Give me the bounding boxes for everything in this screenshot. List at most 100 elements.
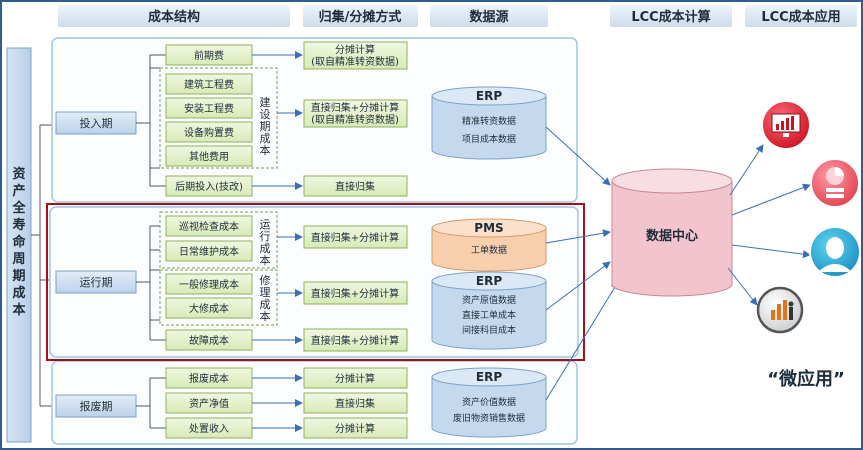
data-center-top [611, 168, 733, 194]
method-1 [303, 41, 408, 70]
pms-body [431, 228, 547, 272]
erp2-title: ERP [476, 274, 502, 288]
item-other-label: 其他费用 [189, 150, 229, 163]
item-method-arrows [252, 51, 303, 432]
item-general-repair-label: 一般修理成本 [179, 278, 239, 291]
monitor-chart-icon [761, 100, 811, 150]
method-6 [303, 328, 408, 352]
erp1-top [431, 86, 547, 106]
method-9-label: 分摊计算 [335, 422, 375, 435]
erp3-line-1: 资产价值数据 [462, 396, 516, 408]
method-1-line2: (取自精准转资数据) [311, 55, 399, 68]
arrow-erp2-center [545, 261, 611, 311]
operate-bracket [136, 225, 166, 341]
method-2-line1: 直接归集+分摊计算 [311, 101, 399, 114]
item-pre-cost-label: 前期费 [194, 49, 224, 62]
method-8-label: 直接归集 [335, 397, 375, 410]
header-cost-structure: 成本结构 [148, 9, 200, 25]
construction-group-frame [159, 67, 278, 169]
item-maintenance [165, 240, 253, 262]
phase-invest-label: 投入期 [80, 116, 113, 130]
method-7-label: 分摊计算 [335, 372, 375, 385]
header-bar-lcc-calc [610, 5, 732, 27]
header-allocation-method: 归集/分摊方式 [319, 9, 402, 25]
pie-chart-server-icon [810, 158, 860, 208]
erp1-line-2: 项目成本数据 [462, 133, 516, 145]
item-fault-label: 故障成本 [189, 334, 229, 347]
method-4-label: 直接归集+分摊计算 [311, 231, 399, 244]
construction-group-label: 建设期成本 [260, 95, 271, 157]
center-app-arrows [727, 144, 811, 306]
arrow-center-app3 [731, 244, 811, 259]
operation-group-label: 运行成本 [260, 218, 271, 267]
item-disposal-label: 处置收入 [189, 422, 229, 435]
item-maintenance-label: 日常维护成本 [179, 245, 239, 258]
item-net-asset-label: 资产净值 [189, 397, 229, 410]
side-bar-shape [6, 47, 32, 443]
erp2-line-3: 间接科目成本 [462, 324, 516, 336]
erp2-top [431, 271, 547, 291]
cost-items: 前期费 建筑工程费 安装工程费 设备购置费 其他费用 后期投入(技改) 巡视检查… [165, 44, 253, 439]
erp-invest-cylinder: ERP 精准转资数据 项目成本数据 [431, 86, 547, 160]
item-building-label: 建筑工程费 [184, 78, 234, 91]
header-lcc-calc: LCC成本计算 [631, 9, 710, 25]
pms-line-1: 工单数据 [471, 244, 507, 256]
item-equipment [165, 121, 253, 143]
user-avatar-icon [809, 226, 861, 278]
method-3-label: 直接归集 [335, 180, 375, 193]
item-equipment-label: 设备购置费 [184, 126, 234, 139]
phase-scrap-label: 报废期 [80, 399, 113, 413]
erp3-top [431, 367, 547, 387]
item-later-invest-label: 后期投入(技改) [175, 180, 243, 193]
method-9 [303, 417, 408, 439]
erp-scrap-cylinder: ERP 资产价值数据 废旧物资销售数据 [431, 367, 547, 438]
header-data-source: 数据源 [469, 9, 508, 25]
erp1-title: ERP [476, 89, 502, 103]
method-5 [303, 281, 408, 305]
method-5-label: 直接归集+分摊计算 [311, 287, 399, 300]
arrow-center-app2 [731, 183, 811, 216]
arrow-center-app4 [727, 267, 758, 306]
erp2-body [431, 281, 547, 350]
header-bar-allocation [303, 5, 418, 27]
item-install [165, 97, 253, 119]
erp2-line-2: 直接工单成本 [462, 309, 516, 321]
header-bar-lcc-app [745, 5, 857, 27]
data-center-body [611, 181, 733, 297]
data-center-cylinder: 数据中心 [611, 168, 733, 297]
method-6-label: 直接归集+分摊计算 [311, 334, 399, 347]
operation-group-frame [159, 211, 278, 269]
item-overhaul [165, 297, 253, 319]
method-2-line2: (取自精准转资数据) [311, 113, 399, 126]
header-bar-cost-structure [58, 5, 290, 27]
item-building [165, 73, 253, 95]
pms-top [431, 218, 547, 238]
arrow-erp1-center [545, 126, 611, 186]
method-8 [303, 392, 408, 414]
arrow-center-app1 [729, 144, 764, 196]
item-patrol [165, 215, 253, 237]
source-center-arrows [545, 126, 619, 401]
repair-group-frame [159, 269, 278, 326]
lifecycle-side-bar: 资产全寿命周期成本 [6, 47, 32, 443]
header-bar-data-source [430, 5, 548, 27]
header-lcc-app: LCC成本应用 [761, 9, 840, 25]
repair-group-label: 修理成本 [260, 273, 271, 323]
method-2 [303, 99, 408, 128]
erp3-line-2: 废旧物资销售数据 [453, 412, 525, 424]
arrow-pms-center [545, 229, 611, 244]
data-center-label: 数据中心 [646, 228, 698, 244]
item-general-repair [165, 273, 253, 295]
method-boxes: 分摊计算 (取自精准转资数据) 直接归集+分摊计算 (取自精准转资数据) 直接归… [303, 41, 408, 439]
erp3-title: ERP [476, 370, 502, 384]
item-overhaul-label: 大修成本 [189, 302, 229, 315]
people-bar-chart-icon [756, 286, 804, 334]
pms-title: PMS [474, 221, 503, 235]
scrap-bracket [136, 377, 166, 429]
erp1-body [431, 96, 547, 160]
side-bar-label: 资产全寿命周期成本 [11, 166, 26, 318]
item-other [165, 145, 253, 167]
erp2-line-1: 资产原值数据 [462, 294, 516, 306]
erp3-body [431, 377, 547, 438]
